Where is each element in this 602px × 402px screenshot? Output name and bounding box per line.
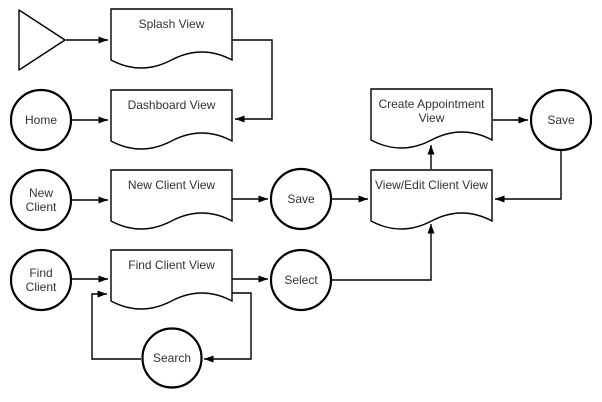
node-label-line1: New [29,186,53,200]
circle-shape [269,167,333,231]
document-shape [110,249,233,310]
node-save-appointment: Save [529,88,593,152]
node-label: Select [284,273,318,287]
node-label-line2: Client [26,280,57,294]
document-shape [370,169,493,230]
node-search: Search [141,327,203,389]
node-find-client-view: Find Client View [110,249,233,310]
edge-search-to-find-client-view [91,290,141,360]
node-start [18,9,66,71]
node-save-client: Save [269,167,333,231]
node-label: Save [547,113,575,127]
document-shape [370,88,493,149]
node-splash-view: Splash View [110,8,233,69]
circle-shape [141,327,203,389]
edge-select-to-view-edit-client-view [331,224,435,281]
edge-splash-view-to-dashboard-view [232,39,273,123]
document-shape [110,169,233,230]
edges [66,36,562,363]
node-label: Search [153,351,191,365]
node-select: Select [269,248,333,312]
node-label-line1: Create Appointment [378,97,485,111]
node-create-appointment-view: Create Appointment View [370,88,493,149]
circle-shape [9,168,73,232]
node-label: Save [287,192,315,206]
node-label: Dashboard View [128,98,216,112]
circle-shape [9,248,73,312]
node-label-line2: Client [26,200,57,214]
node-label: Splash View [139,17,205,31]
node-view-edit-client-view: View/Edit Client View [370,169,493,230]
document-shape [110,8,233,69]
node-label: Find Client View [128,258,215,272]
circle-shape [529,88,593,152]
edge-save-to-view-edit-right [495,151,562,203]
node-new-client-view: New Client View [110,169,233,230]
node-find-client: Find Client [9,248,73,312]
node-home: Home [9,88,73,152]
circle-shape [9,88,73,152]
node-dashboard-view: Dashboard View [110,89,233,150]
node-label-line2: View [419,111,445,125]
node-label-line1: Find [29,266,52,280]
node-new-client: New Client [9,168,73,232]
start-triangle-icon [18,9,66,71]
edge-find-client-view-to-search [204,292,252,363]
circle-shape [269,248,333,312]
document-shape [110,89,233,150]
node-label: Home [25,113,57,127]
node-label: View/Edit Client View [375,178,488,192]
node-label: New Client View [128,178,215,192]
